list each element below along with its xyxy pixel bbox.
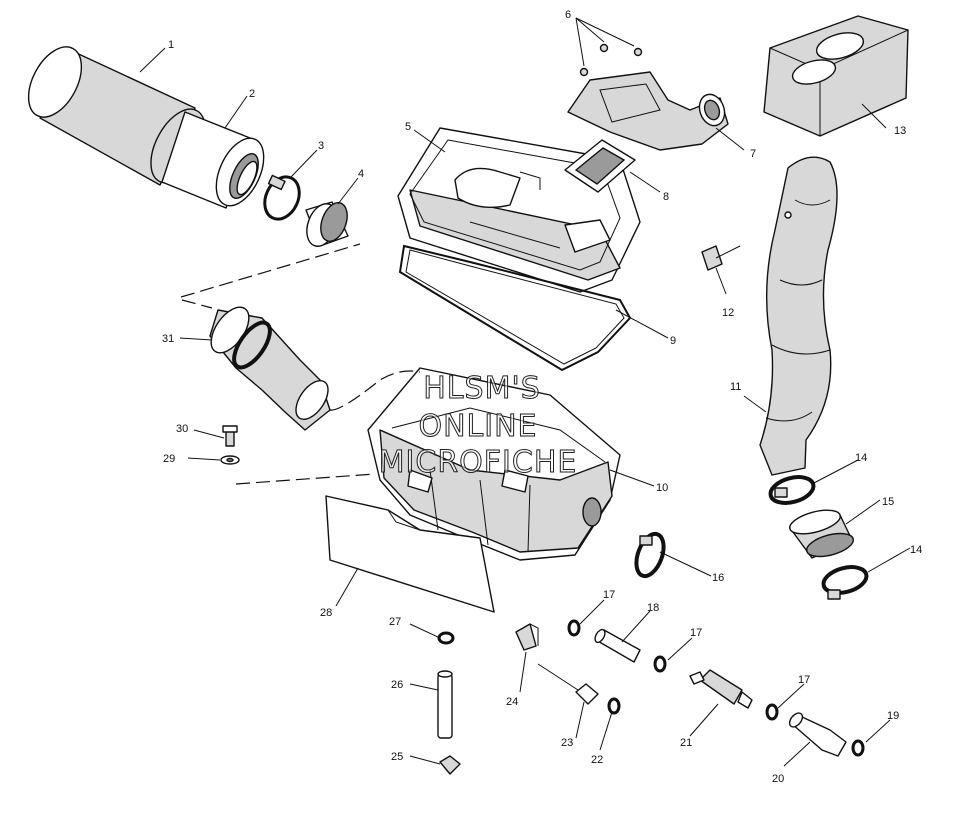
watermark: HLSM'S ONLINE MICROFICHE (378, 371, 578, 481)
part-14-clamp-upper (768, 475, 816, 505)
callout-3: 3 (318, 140, 324, 152)
part-9-lid-gasket (398, 244, 632, 372)
callout-20: 20 (772, 773, 784, 785)
callout-7: 7 (750, 148, 756, 160)
callout-23: 23 (561, 737, 573, 749)
part-26-tube (437, 670, 453, 739)
callout-21: 21 (680, 737, 692, 749)
part-11-intake-duct (759, 156, 838, 476)
part-2-filter-cartridge (161, 111, 265, 209)
callout-17b: 17 (690, 627, 702, 639)
part-23-plug (575, 683, 599, 705)
part-27-clamp (437, 631, 455, 645)
part-22-clamp (607, 697, 621, 715)
part-8-filter-plate (564, 139, 636, 193)
callout-26: 26 (391, 679, 403, 691)
callout-13: 13 (894, 125, 906, 137)
part-6-screws (579, 43, 643, 77)
callout-4: 4 (358, 168, 364, 180)
callout-8: 8 (663, 191, 669, 203)
callout-18: 18 (647, 602, 659, 614)
callout-1: 1 (168, 39, 174, 51)
callout-31: 31 (162, 333, 174, 345)
part-24-bracket (515, 623, 539, 651)
callout-11: 11 (730, 381, 741, 393)
callout-6: 6 (565, 9, 571, 21)
callout-2: 2 (249, 88, 255, 100)
part-19-clamp (851, 739, 865, 757)
callout-15: 15 (882, 496, 894, 508)
part-14-clamp-lower (821, 565, 869, 600)
callout-9: 9 (670, 335, 676, 347)
part-17-clamps (567, 619, 779, 721)
callout-19: 19 (887, 710, 899, 722)
callout-25: 25 (391, 751, 403, 763)
callout-14a: 14 (855, 452, 867, 464)
callout-5: 5 (405, 121, 411, 133)
part-13-silencer-cover (763, 15, 909, 137)
part-10-airbox-base (367, 367, 621, 561)
part-29-washer (220, 455, 240, 465)
callout-17c: 17 (798, 674, 810, 686)
watermark-line-2: ONLINE (418, 409, 537, 444)
watermark-line-1: HLSM'S (423, 371, 541, 406)
part-30-bolt (222, 425, 238, 447)
watermark-line-3: MICROFICHE (379, 445, 578, 480)
part-15-boot-coupler (789, 509, 855, 559)
callout-27: 27 (389, 616, 401, 628)
callout-24: 24 (506, 696, 518, 708)
callout-22: 22 (591, 754, 603, 766)
part-4-coupler-ring (305, 201, 349, 247)
part-18-hose (594, 628, 641, 663)
part-31-throttle-boot (209, 306, 331, 431)
callout-28: 28 (320, 607, 332, 619)
part-3-hose-clamp (263, 174, 301, 221)
callout-numbers: 1 2 3 4 5 6 7 8 9 10 11 12 13 14 15 14 1… (162, 9, 922, 785)
callout-14b: 14 (910, 544, 922, 556)
callout-10: 10 (656, 482, 668, 494)
part-21-check-valve (689, 669, 753, 709)
callout-12: 12 (722, 307, 734, 319)
part-25-fitting (439, 755, 461, 775)
part-20-drain-tube (788, 712, 847, 757)
callout-29: 29 (163, 453, 175, 465)
part-12-clip (701, 245, 741, 271)
callout-17a: 17 (603, 589, 615, 601)
callout-30: 30 (176, 423, 188, 435)
leader-lines (139, 17, 911, 767)
part-28-foam-pad (325, 495, 495, 613)
part-16-clamp (634, 531, 666, 579)
assembly-lines (180, 243, 421, 485)
part-7-intake-elbow (567, 71, 729, 151)
callout-16: 16 (712, 572, 724, 584)
